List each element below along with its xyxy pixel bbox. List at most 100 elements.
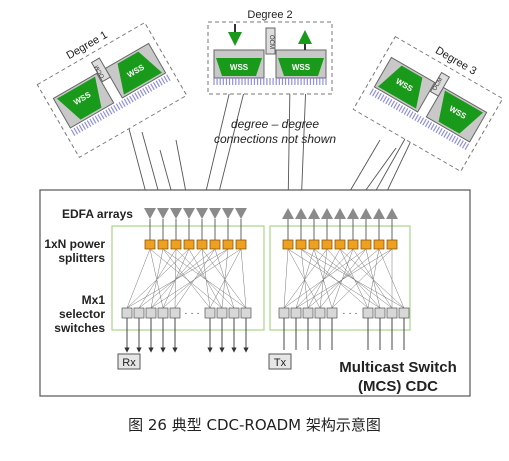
port-line (73, 127, 79, 135)
port-line (84, 121, 89, 129)
selector-switch (216, 307, 228, 319)
tx-box (268, 353, 292, 370)
fanout-line (175, 248, 235, 309)
fanout-line (295, 248, 393, 309)
selector-switch (302, 307, 314, 319)
fanout-line (283, 248, 289, 309)
fanout-line (150, 248, 203, 309)
edfa-triangle (295, 208, 307, 219)
edfa-triangle (334, 208, 346, 219)
fanout-line (287, 248, 381, 309)
degree-2-out-arrow-icon (298, 30, 312, 44)
port-line (139, 89, 145, 97)
selector-switch (398, 307, 410, 319)
figure-caption: 图 26 典型 CDC-ROADM 架构示意图 (128, 416, 381, 434)
port-line (142, 88, 147, 95)
port-line (76, 126, 81, 133)
edfa-triangle (360, 208, 372, 219)
degree-2-wss-b-label: WSS (292, 63, 311, 72)
edfa-triangle (386, 208, 398, 219)
port-line (406, 109, 411, 117)
port-line (81, 123, 86, 130)
selector-switch (145, 307, 157, 319)
port-line (118, 101, 124, 109)
fanout-line (295, 248, 354, 309)
fanout-line (300, 248, 405, 309)
port-line (144, 86, 150, 94)
power-splitter (196, 239, 208, 250)
fanout-line (201, 248, 211, 309)
degree-3-module: Degree 3 WSS WSS OCM (352, 35, 504, 173)
port-line (158, 78, 163, 86)
port-line (70, 129, 76, 136)
fanout-line (174, 248, 216, 309)
port-line (152, 81, 158, 89)
selector-switch (169, 307, 181, 319)
port-line (446, 132, 451, 140)
degree-2-ocm-label: OCM (268, 35, 274, 49)
selector-switch (228, 307, 240, 319)
splitters-label-2: splitters (58, 251, 105, 265)
fanout-line (174, 248, 177, 309)
port-line (150, 83, 155, 91)
degree-1-wss-b (117, 51, 163, 95)
selector-label-2: selector (59, 307, 105, 321)
port-line (78, 124, 84, 132)
fanout-line (365, 248, 381, 309)
fanout-line (150, 248, 164, 309)
selector-switch (240, 307, 252, 319)
fibre-line (214, 83, 247, 209)
selector-switch (204, 307, 216, 319)
degree-2-module: Degree 2 WSS WSS OCM (207, 9, 333, 95)
port-line (160, 77, 166, 85)
port-line (403, 108, 409, 115)
ellipsis-label: · · · (342, 308, 358, 319)
fanout-line (283, 248, 367, 309)
rx-box (117, 353, 141, 370)
fanout-line (214, 248, 235, 309)
selector-switch (133, 307, 145, 319)
port-line (369, 88, 374, 95)
port-line (126, 97, 131, 104)
port-line (115, 103, 121, 111)
edfa-triangle (308, 208, 320, 219)
port-line (464, 143, 470, 150)
degree-1-frame (36, 21, 188, 159)
power-splitter (235, 239, 247, 250)
selector-switch (314, 307, 326, 319)
port-line (461, 141, 467, 149)
ellipsis-label: · · · (184, 308, 200, 319)
selector-switch (362, 307, 374, 319)
port-line (137, 91, 142, 98)
edfa-triangle (282, 208, 294, 219)
port-line (416, 115, 422, 123)
edfa-triangle (157, 208, 169, 219)
port-line (387, 99, 393, 106)
port-line (121, 100, 126, 107)
fanout-line (287, 248, 321, 309)
fanout-line (378, 248, 405, 309)
port-line (419, 117, 425, 125)
fanout-line (150, 248, 242, 309)
port-line (454, 137, 459, 144)
degree-2-wss-a-label: WSS (230, 63, 249, 72)
port-line (414, 114, 419, 121)
degree-1-ports (70, 74, 171, 136)
note-line-1: degree – degree (231, 117, 319, 131)
edfa-triangle (373, 208, 385, 219)
splitters-label-1: 1xN power (44, 237, 105, 251)
mcs-internals: · · · · · · (121, 208, 410, 353)
port-line (89, 118, 94, 126)
degree-3-frame (352, 35, 504, 173)
port-line (438, 128, 443, 135)
power-splitter (170, 239, 182, 250)
power-splitter (334, 239, 346, 250)
fanout-line (162, 248, 211, 309)
degree-3-wss-b (438, 90, 484, 134)
port-line (440, 129, 446, 137)
fanout-line (188, 248, 223, 309)
fanout-line (240, 248, 247, 309)
fanout-line (326, 248, 381, 309)
port-line (427, 121, 433, 129)
mcs-left-group (111, 225, 265, 331)
